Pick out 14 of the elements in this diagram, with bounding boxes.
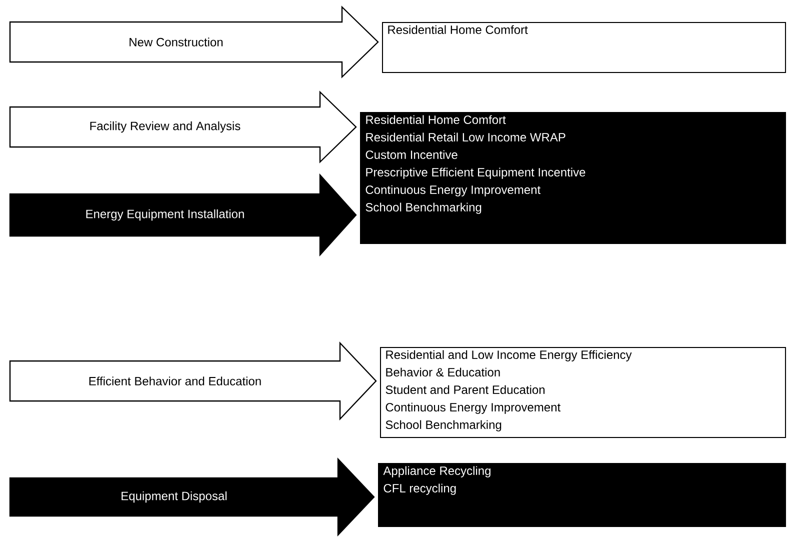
program-box: Residential Home Comfort (382, 22, 786, 73)
program-box: Residential and Low Income Energy Efficiency Behavior & Education Student and Parent Education Continuous Energy Improvement School Benchmarking (380, 347, 786, 438)
block-arrow (9, 90, 357, 164)
arrow-label: Equipment Disposal (122, 491, 227, 503)
arrow-label: Efficient Behavior and Education (89, 376, 261, 386)
arrow-label: Facility Review and Analysis (90, 121, 240, 133)
arrow-label: Energy Equipment Installation (86, 209, 244, 221)
arrow-label: New Construction (130, 38, 223, 46)
block-arrow (9, 342, 377, 420)
block-arrow (9, 173, 357, 257)
program-box: Residential Home Comfort Residential Retail Low Income WRAP Custom Incentive Prescriptive Efficient Equipment Incentive Continuous Energy Improvement School Benchmarking (360, 112, 786, 244)
block-arrow (9, 458, 375, 536)
program-box: Appliance Recycling CFL recycling (378, 463, 786, 527)
block-arrow (9, 6, 379, 78)
